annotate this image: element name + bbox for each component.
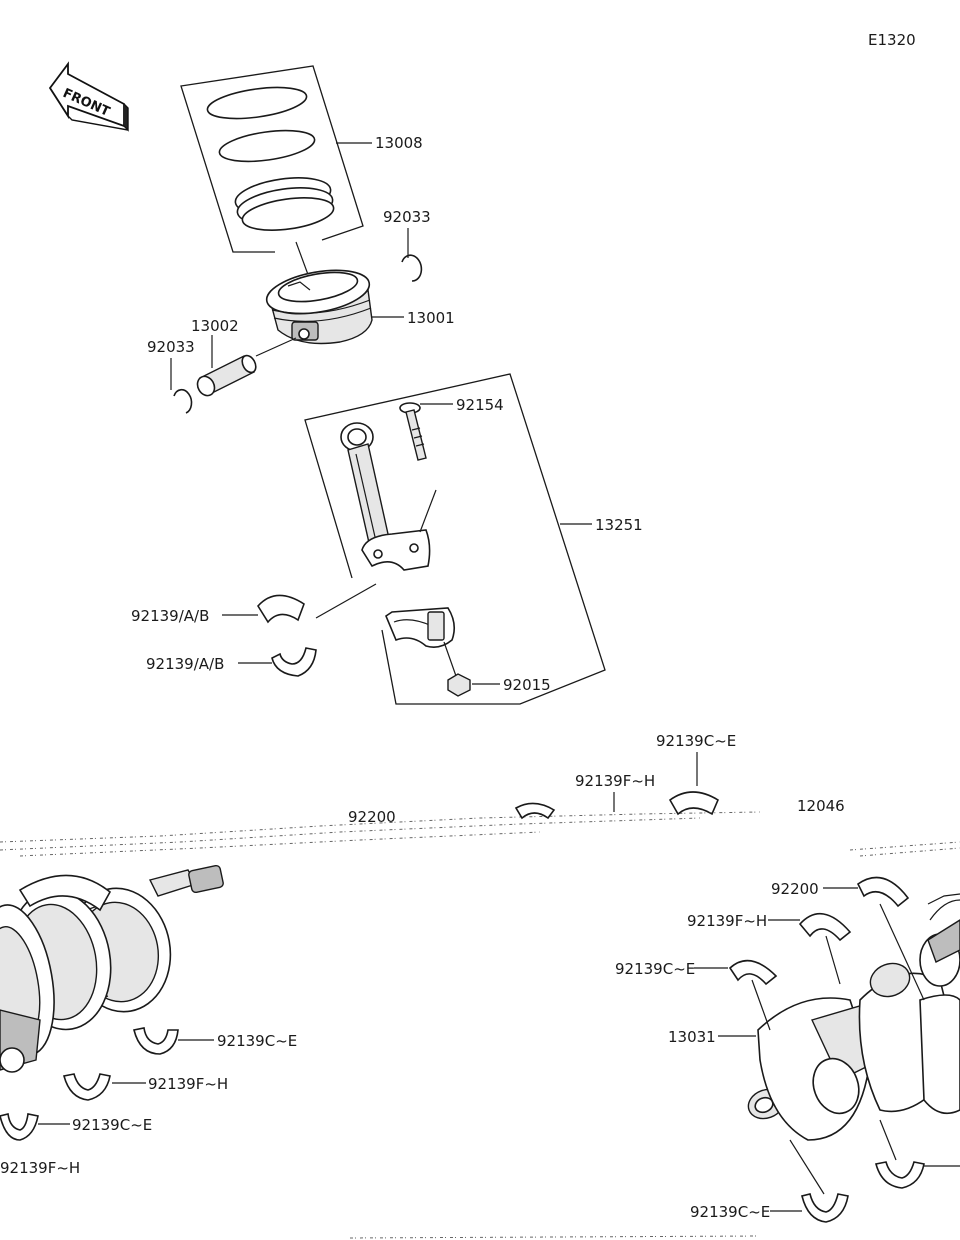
piston	[265, 269, 373, 345]
circlip-upper	[401, 228, 423, 282]
part-label-92033-upper: 92033	[383, 208, 431, 226]
part-label-92139fh-top: 92139F~H	[575, 772, 655, 790]
part-label-92200-right: 92200	[771, 880, 819, 898]
diagram-code: E1320	[868, 31, 916, 49]
part-label-92015: 92015	[503, 676, 551, 694]
part-label-92139fh-r1: 92139F~H	[687, 912, 767, 930]
part-label-13001: 13001	[407, 309, 455, 327]
part-label-13008: 13008	[375, 134, 423, 152]
part-label-13031: 13031	[668, 1028, 716, 1046]
conrod-bearing-upper	[257, 583, 377, 624]
part-label-92139fh-l1: 92139F~H	[148, 1075, 228, 1093]
part-label-92139ce-top: 92139C~E	[656, 732, 736, 750]
main-bearing-right-3	[875, 1119, 960, 1189]
conrod-bearing-lower	[271, 647, 317, 677]
part-label-92139ce-l1: 92139C~E	[217, 1032, 297, 1050]
thrust-washer-right	[856, 876, 925, 1001]
scan-noise-band	[0, 802, 960, 857]
piston-pin	[196, 335, 297, 397]
conrod-bolt	[399, 402, 427, 461]
part-label-92139ce-l2: 92139C~E	[72, 1116, 152, 1134]
circlip-lower	[170, 358, 193, 414]
main-bearing-left-1	[133, 1027, 179, 1055]
crankshaft-right	[747, 893, 960, 1141]
conrod-frame	[304, 373, 606, 705]
main-bearing-right-2	[728, 959, 778, 1031]
part-label-13251: 13251	[595, 516, 643, 534]
piston-ring-set	[180, 65, 364, 281]
part-label-92139ab-1: 92139/A/B	[131, 607, 209, 625]
main-bearing-left-3	[0, 1113, 39, 1141]
front-arrow-icon: FRONT	[48, 61, 129, 132]
part-label-92139fh-l2: 92139F~H	[0, 1159, 80, 1177]
main-bearing-right-4	[789, 1139, 849, 1223]
part-label-92139ab-2: 92139/A/B	[146, 655, 224, 673]
bottom-noise	[349, 1235, 761, 1239]
main-bearing-top	[668, 791, 720, 816]
part-label-92139ce-bottom-right: 92139C~E	[690, 1203, 770, 1221]
conrod-cap	[385, 607, 456, 648]
part-label-92200-top: 92200	[348, 808, 396, 826]
main-bearing-left-2	[63, 1073, 111, 1101]
main-bearing-right-1	[798, 912, 852, 985]
part-label-13002: 13002	[191, 317, 239, 335]
part-label-12046: 12046	[797, 797, 845, 815]
balancer-shaft-left	[0, 864, 224, 1073]
part-label-92033-lower: 92033	[147, 338, 195, 356]
part-label-92139ce-r1: 92139C~E	[615, 960, 695, 978]
part-label-92154: 92154	[456, 396, 504, 414]
conrod-nut	[443, 641, 471, 697]
connecting-rod	[340, 422, 437, 571]
